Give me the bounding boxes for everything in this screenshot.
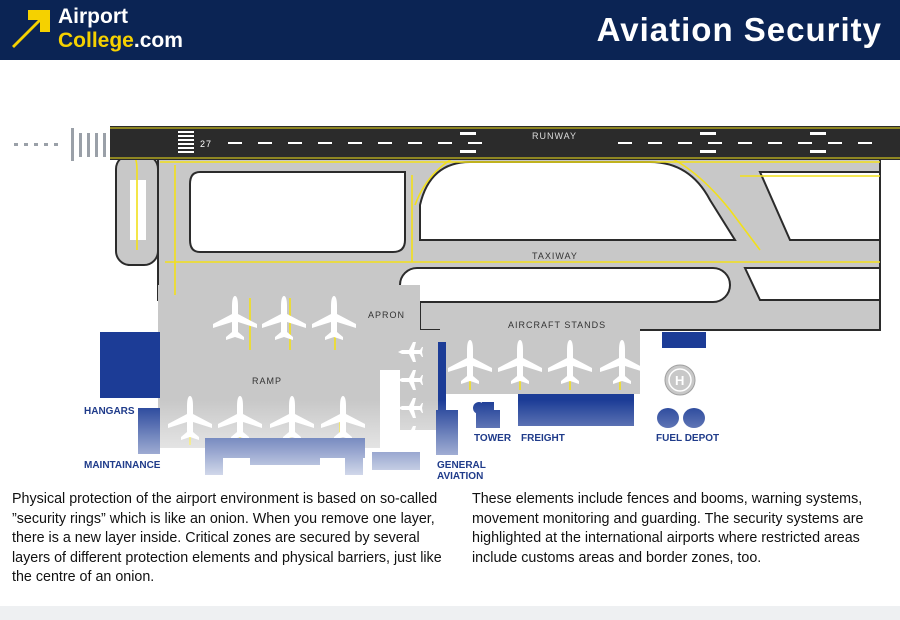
stand-building: [662, 332, 706, 348]
general-aviation-label-2: AVIATION: [437, 471, 483, 480]
hangar-building: [100, 332, 160, 398]
approach-lights: [14, 128, 106, 161]
apron-aircraft: [213, 296, 356, 340]
ramp-label: RAMP: [252, 376, 282, 386]
taxiway-markings: [124, 149, 880, 445]
ga-hangar: [438, 342, 446, 424]
logo-text-domain: .com: [133, 29, 183, 52]
hangars-label: HANGARS: [84, 406, 135, 417]
freight-label: FREIGHT: [521, 433, 565, 444]
tower-label: TOWER: [474, 433, 512, 444]
page-title: Aviation Security: [596, 11, 882, 48]
aircraft-stands-label: AIRCRAFT STANDS: [508, 320, 606, 330]
runway: 27 RUNWAY: [110, 126, 900, 160]
logo-text-airport: Airport: [58, 5, 128, 28]
taxiway-label: TAXIWAY: [532, 251, 578, 261]
airfield-pavement: [115, 154, 881, 448]
helipad: H: [664, 364, 696, 396]
runway-number-label: 27: [200, 139, 212, 149]
footer-band: [0, 606, 900, 620]
logo-text-college: College.com: [58, 28, 183, 54]
security-rings-paragraph: Physical protection of the airport envir…: [12, 491, 442, 585]
security-elements-paragraph: These elements include fences and booms,…: [472, 491, 864, 566]
fuel-depot-label: FUEL DEPOT: [656, 433, 719, 444]
header-bar: Airport College.com Aviation Security: [0, 0, 900, 60]
helipad-label: H: [675, 373, 684, 388]
runway-label: RUNWAY: [532, 131, 577, 141]
general-aviation-label-1: GENERAL: [437, 460, 486, 471]
airport-diagram: 27 RUNWAY TAXIWAY APRON AIRCRAFT STANDS …: [0, 126, 900, 480]
logo-text-college-main: College: [58, 29, 134, 52]
maintainance-label: MAINTAINANCE: [84, 460, 161, 471]
apron-label: APRON: [368, 310, 405, 320]
logo-arrow-icon: [12, 10, 50, 48]
